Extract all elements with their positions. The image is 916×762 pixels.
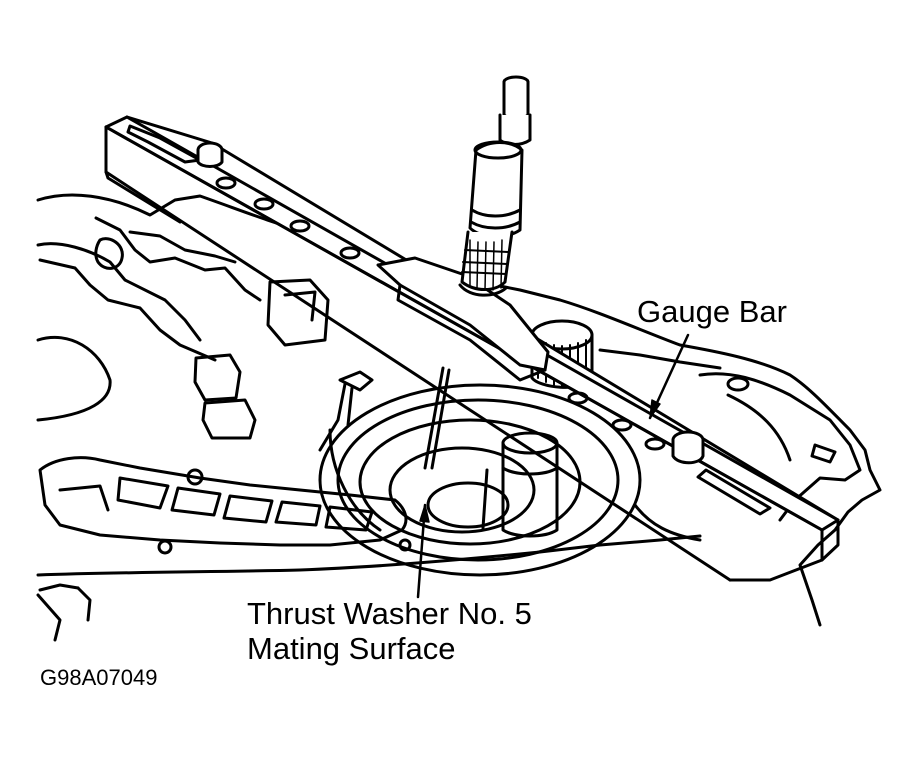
clutch-drum xyxy=(318,383,642,577)
micrometer xyxy=(423,75,532,470)
micrometer-base xyxy=(376,256,550,382)
gauge-bar-leader xyxy=(648,333,690,420)
gauge-bar-callout: Gauge Bar xyxy=(637,294,787,329)
case-body xyxy=(36,193,882,642)
case-right xyxy=(598,348,862,542)
thrust-washer-leader xyxy=(416,503,430,599)
bar-knobs xyxy=(196,141,705,465)
blocks xyxy=(193,278,374,452)
channel-plate xyxy=(38,456,412,555)
thrust-washer-callout-line1: Thrust Washer No. 5 xyxy=(247,596,532,631)
post xyxy=(481,431,559,538)
figure-code: G98A07049 xyxy=(40,665,158,690)
thrust-washer-callout-line2: Mating Surface xyxy=(247,631,456,666)
